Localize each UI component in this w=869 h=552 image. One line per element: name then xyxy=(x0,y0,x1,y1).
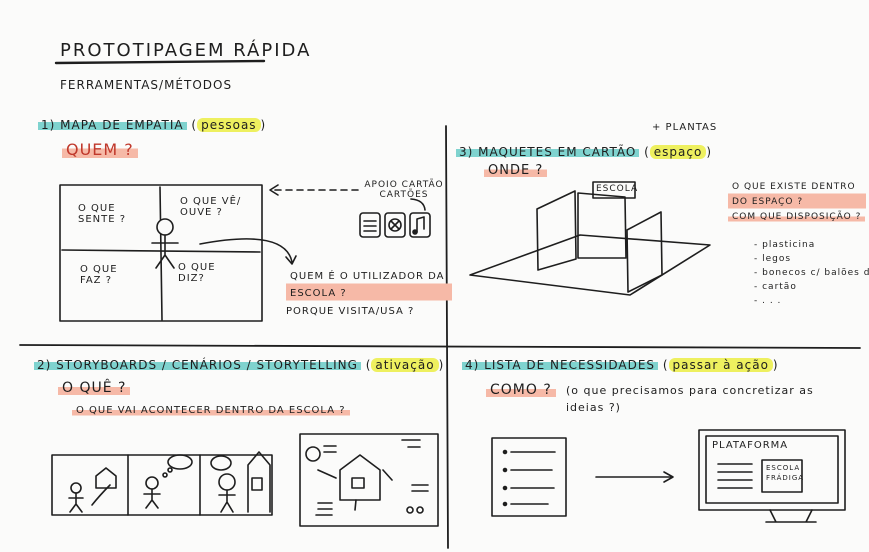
cell-say: O QUE DIZ? xyxy=(178,262,216,284)
section-4-header: 4) LISTA DE NECESSIDADES (passar à ação) xyxy=(462,358,779,372)
empathy-map-drawing xyxy=(59,184,263,322)
section-4-title: LISTA DE NECESSIDADES xyxy=(484,358,656,372)
cardboard-model-drawing xyxy=(469,181,711,296)
section-1-title: MAPA DE EMPATIA xyxy=(60,118,184,132)
material-item: - legos xyxy=(754,254,792,264)
material-item: - . . . xyxy=(754,296,782,306)
materials-list: - plasticina - legos - bonecos c/ balões… xyxy=(754,238,869,308)
section-1-number: 1 xyxy=(41,118,50,132)
title-underline xyxy=(54,59,266,65)
cell-see: O QUE VÊ/ OUVE ? xyxy=(180,196,242,218)
list-drawing xyxy=(491,437,567,517)
space-question: O QUE EXISTE DENTRO DO ESPAÇO ? xyxy=(728,180,866,210)
section-2-number: 2 xyxy=(37,358,46,372)
section-4-tag: passar à ação xyxy=(668,358,773,372)
section-3-number: 3 xyxy=(459,145,468,159)
section-2-tag: ativação xyxy=(371,358,439,372)
section-4-number: 4 xyxy=(465,358,474,372)
horizontal-divider xyxy=(19,344,861,349)
section-1-header: 1) MAPA DE EMPATIA (pessoas) xyxy=(38,118,266,132)
monitor-drawing xyxy=(698,429,846,523)
visit-question: PORQUE VISITA/USA ? xyxy=(286,306,415,317)
storyboard-drawing xyxy=(51,451,273,516)
card-icons xyxy=(359,198,431,238)
cell-do: O QUE FAZ ? xyxy=(80,264,118,286)
section-2-header: 2) STORYBOARDS / CENÁRIOS / STORYTELLING… xyxy=(34,358,444,372)
section-4-question: COMO ? xyxy=(486,382,556,398)
curved-arrow xyxy=(199,238,293,263)
section-2-subquestion: O QUE VAI ACONTECER DENTRO DA ESCOLA ? xyxy=(72,405,350,416)
cell-feel: O QUE SENTE ? xyxy=(78,203,127,225)
support-cards-label: APOIO CARTÃO CARTÕES xyxy=(364,180,444,200)
model-label: ESCOLA xyxy=(596,184,639,194)
page-subtitle: FERRAMENTAS/MÉTODOS xyxy=(60,78,233,92)
vertical-divider xyxy=(445,125,449,549)
section-4-note: (o que precisamos para concretizar as id… xyxy=(566,384,814,414)
section-2-title: STORYBOARDS / CENÁRIOS / STORYTELLING xyxy=(56,358,358,372)
section-1-question: QUEM ? xyxy=(62,140,138,159)
section-3-header: 3) MAQUETES EM CARTÃO (espaço) xyxy=(456,145,712,159)
user-question: QUEM É O UTILIZADOR DA ESCOLA ? xyxy=(286,268,452,302)
section-3-title: MAQUETES EM CARTÃO xyxy=(478,145,637,159)
material-item: - plasticina xyxy=(754,240,816,250)
platform-title: PLATAFORMA xyxy=(712,440,789,451)
layout-question: COM QUE DISPOSIÇÃO ? xyxy=(728,212,866,222)
material-item: - bonecos c/ balões de fala xyxy=(754,268,869,278)
house-drawing xyxy=(299,433,439,527)
platform-box-label: ESCOLA FRÁDIGA xyxy=(766,464,805,482)
section-2-question: O QUÊ ? xyxy=(58,380,131,396)
section-3-question: ONDE ? xyxy=(484,163,548,178)
material-item: - cartão xyxy=(754,282,797,292)
section-3-tag: espaço xyxy=(649,145,707,159)
section-3-extra: + PLANTAS xyxy=(652,122,718,133)
page-title: PROTOTIPAGEM RÁPIDA xyxy=(60,40,312,61)
section-1-tag: pessoas xyxy=(197,118,261,132)
